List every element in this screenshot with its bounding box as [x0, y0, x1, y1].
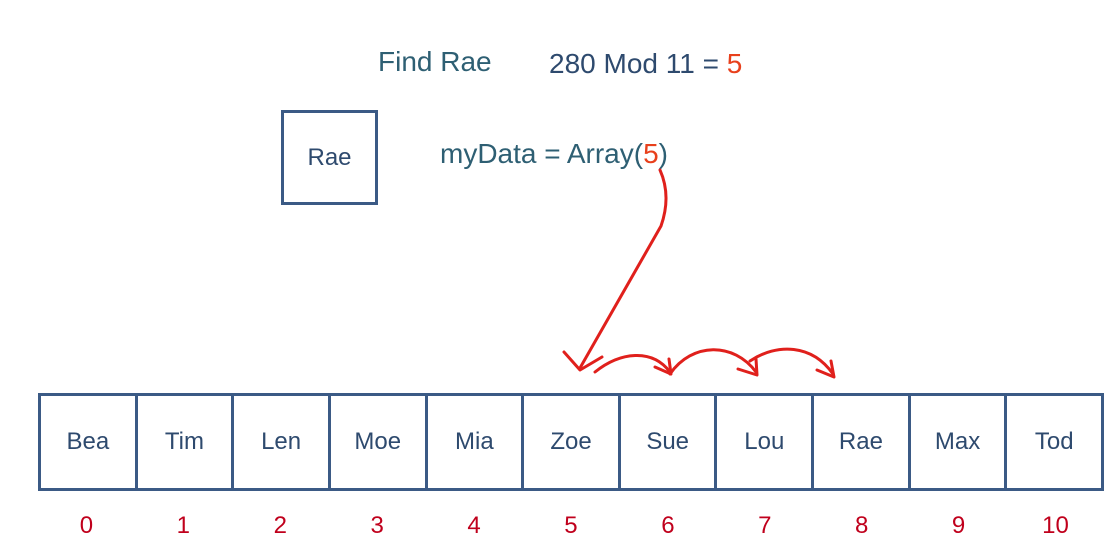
- array-index: 3: [370, 512, 384, 539]
- code-line: myData = Array(5): [440, 138, 668, 170]
- array-index: 1: [176, 512, 191, 539]
- array-index: 7: [758, 512, 772, 539]
- array-cell: Tod: [1034, 428, 1074, 455]
- code-index: 5: [643, 138, 659, 169]
- array-cell: Tim: [138, 396, 235, 488]
- array-index: 10: [1042, 512, 1069, 539]
- hash-array: Bea Tim Len Moe Mia Zoe Sue Lou Rae Max …: [38, 393, 1104, 491]
- mod-expression: 280 Mod 11 =: [549, 48, 727, 79]
- array-index: 9: [951, 512, 966, 539]
- code-prefix: myData = Array(: [440, 138, 644, 169]
- array-cell: Moe: [331, 396, 428, 488]
- array-index: 5: [564, 512, 578, 539]
- search-key-label: Rae: [307, 143, 352, 171]
- array-indices: 0 1 2 3 4 5 6 7 8 9 10: [38, 512, 1104, 540]
- find-label: Find Rae: [378, 46, 492, 77]
- probe-arrowhead-2: [736, 357, 759, 377]
- probe-arrow-3: [748, 347, 835, 376]
- hash-arrow: [578, 168, 668, 370]
- mod-equation: 280 Mod 11 = 5: [549, 48, 742, 80]
- search-key-box: Rae: [281, 110, 378, 205]
- code-suffix: ): [658, 138, 668, 169]
- array-cell: Rae: [814, 396, 911, 488]
- array-index: 2: [273, 512, 287, 539]
- array-index: 0: [79, 512, 94, 539]
- probe-arrowhead-3: [815, 359, 836, 379]
- array-cell: Sue: [621, 396, 718, 488]
- array-cell: Max: [911, 396, 1008, 488]
- mod-result: 5: [726, 48, 743, 79]
- probe-arrow-2: [668, 348, 758, 376]
- array-cell: Bea: [41, 396, 138, 488]
- array-cell: Zoe: [524, 396, 621, 488]
- array-cell: Mia: [428, 396, 525, 488]
- array-index: 8: [855, 512, 869, 539]
- array-cell: Len: [234, 396, 331, 488]
- array-index: 6: [661, 512, 675, 539]
- array-index: 4: [467, 512, 481, 539]
- hash-arrowhead: [562, 350, 604, 372]
- array-cell: Lou: [717, 396, 815, 488]
- probe-arrow-1: [593, 354, 672, 374]
